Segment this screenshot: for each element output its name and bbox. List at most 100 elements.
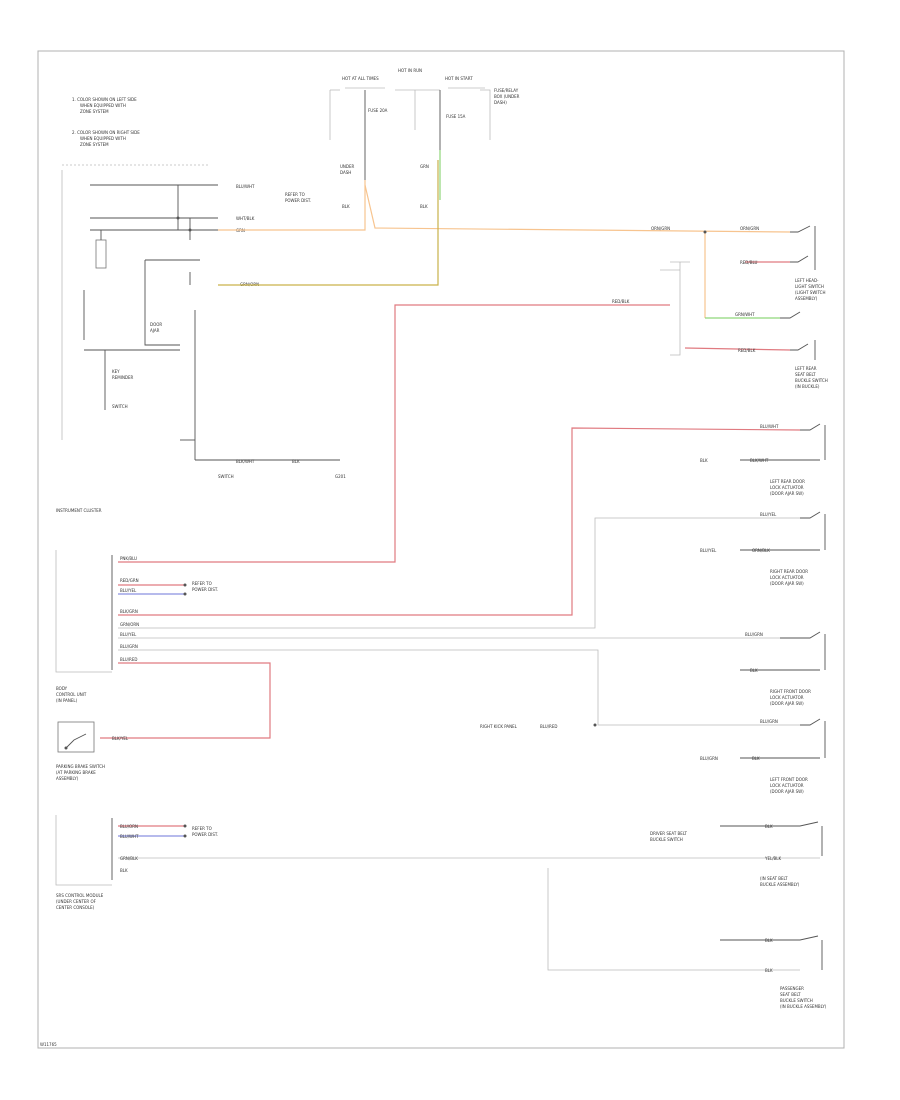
wire-tag: BLK/WHT bbox=[750, 458, 769, 463]
note-2-line-2: WHEN EQUIPPED WITH bbox=[80, 136, 126, 141]
hazard2-label-4: (IN BUCKLE) bbox=[795, 384, 820, 389]
seat-right-label-2: SEAT BELT bbox=[780, 992, 801, 997]
wire-tag: GRN bbox=[420, 164, 429, 169]
refer-label-1: REFER TO bbox=[192, 581, 212, 586]
lr-door-label-1: LEFT REAR DOOR bbox=[770, 479, 805, 484]
wire-tag: RED/BLK bbox=[612, 299, 630, 304]
wire-tag: BLK bbox=[420, 204, 428, 209]
wire-tag: BLU/YEL bbox=[120, 588, 137, 593]
door-switch-rf bbox=[780, 631, 821, 639]
seat-switch-1 bbox=[720, 821, 819, 827]
door-switch-1 bbox=[790, 225, 811, 233]
refer-label-1: REFER TO bbox=[285, 192, 305, 197]
refer-label-2: POWER DIST. bbox=[192, 832, 218, 837]
wire-tag: BLK bbox=[342, 204, 350, 209]
wire-tag: BLU/ORN bbox=[120, 824, 138, 829]
instrument-cluster-label: INSTRUMENT CLUSTER bbox=[56, 508, 102, 513]
note-1-line-3: ZONE SYSTEM bbox=[80, 109, 109, 114]
wire-tag: BLU/WHT bbox=[760, 424, 779, 429]
seat-left-label-1: DRIVER SEAT BELT bbox=[650, 831, 688, 836]
lr-door-label-2: LOCK ACTUATOR bbox=[770, 485, 804, 490]
fuse-relay-box: HOT AT ALL TIMES HOT IN RUN HOT IN START… bbox=[329, 68, 520, 209]
wire-tag: BLU/GRN bbox=[120, 644, 138, 649]
wire-tag: RED/BLK bbox=[738, 348, 756, 353]
parking-label-2: (AT PARKING BRAKE bbox=[56, 770, 96, 775]
lf-door-label-1: LEFT FRONT DOOR bbox=[770, 777, 808, 782]
note-1-line-2: WHEN EQUIPPED WITH bbox=[80, 103, 126, 108]
wire-tag: ORN/GRN bbox=[651, 226, 670, 231]
seat-right-label-4: (IN BUCKLE ASSEMBLY) bbox=[780, 1004, 827, 1009]
wire-tag: BLK bbox=[752, 756, 760, 761]
fuse-15a-label: FUSE 15A bbox=[446, 114, 466, 119]
wire-tag: BLU/WHT bbox=[236, 184, 255, 189]
wire-tag: BLU/GRN bbox=[745, 632, 763, 637]
seat-left-label-4: BUCKLE ASSEMBLY) bbox=[760, 882, 800, 887]
rf-door-label-2: LOCK ACTUATOR bbox=[770, 695, 804, 700]
fuse-20a-label: FUSE 20A bbox=[368, 108, 388, 113]
refer-label-2: POWER DIST. bbox=[285, 198, 311, 203]
wire-tag: BLK bbox=[292, 459, 300, 464]
wire-tag: BLK/WHT bbox=[236, 459, 255, 464]
door-ajar-label-1: DOOR bbox=[150, 322, 162, 327]
body-control-label-1: BODY bbox=[56, 686, 68, 691]
rr-door-label-1: RIGHT REAR DOOR bbox=[770, 569, 808, 574]
wire-red-3 bbox=[684, 347, 791, 351]
rr-door-label-3: (DOOR AJAR SW) bbox=[770, 581, 804, 586]
switch-label: SWITCH bbox=[218, 474, 234, 479]
wire-tag: YEL/BLK bbox=[764, 856, 782, 861]
hazard2-label-1: LEFT REAR bbox=[795, 366, 817, 371]
key-label-1: KEY bbox=[112, 369, 120, 374]
diagram-code: W11765 bbox=[40, 1042, 57, 1047]
body-control-label-2: CONTROL UNIT bbox=[56, 692, 87, 697]
wire-tag: PNK/BLU bbox=[120, 556, 137, 561]
lr-door-label-3: (DOOR AJAR SW) bbox=[770, 491, 804, 496]
refer-label-1: REFER TO bbox=[192, 826, 212, 831]
wire-tag: GRN/BLK bbox=[120, 856, 138, 861]
fuse-box-label-2: BOX (UNDER bbox=[494, 94, 520, 99]
wire-tag: BLU/WHT bbox=[120, 834, 139, 839]
wire-gray-5 bbox=[547, 868, 800, 971]
seat-switch-2 bbox=[720, 935, 819, 941]
ground-label: G201 bbox=[335, 474, 346, 479]
wire-olive bbox=[218, 160, 439, 286]
key-label-3: SWITCH bbox=[112, 404, 128, 409]
wire-red-1 bbox=[118, 304, 670, 563]
connector-dots bbox=[176, 216, 707, 838]
lf-door-label-2: LOCK ACTUATOR bbox=[770, 783, 804, 788]
wire-gray-1 bbox=[118, 517, 800, 629]
seat-right-label-1: PASSENGER bbox=[780, 986, 804, 991]
wire-tag: BLK bbox=[120, 868, 128, 873]
wire-tag: ORN/BLK bbox=[752, 548, 770, 553]
hazard-label-1: LEFT HEAD- bbox=[795, 278, 819, 283]
srs-label-3: CENTER CONSOLE) bbox=[56, 905, 95, 910]
hot-in-run-label: HOT IN RUN bbox=[398, 68, 422, 73]
door-switch-rr bbox=[800, 511, 821, 519]
hazard-label-3: (LIGHT SWITCH bbox=[795, 290, 825, 295]
body-control-label-3: (IN PANEL) bbox=[56, 698, 78, 703]
fuse-box-label-1: FUSE/RELAY bbox=[494, 88, 519, 93]
wire-tag: BLK/GRN bbox=[120, 609, 138, 614]
hot-at-all-times-label: HOT AT ALL TIMES bbox=[342, 76, 379, 81]
hazard2-label-2: SEAT BELT bbox=[795, 372, 816, 377]
seat-left-label-3: (IN SEAT BELT bbox=[760, 876, 788, 881]
hot-in-start-label: HOT IN START bbox=[445, 76, 473, 81]
parking-label-1: PARKING BRAKE SWITCH bbox=[56, 764, 105, 769]
wire-tag: BLK/YEL bbox=[112, 736, 129, 741]
refer-label-2: POWER DIST. bbox=[192, 587, 218, 592]
seat-left-label-2: BUCKLE SWITCH bbox=[650, 837, 683, 842]
lf-door-label-3: (DOOR AJAR SW) bbox=[770, 789, 804, 794]
seat-right-label-3: BUCKLE SWITCH bbox=[780, 998, 813, 1003]
door-switch-3 bbox=[780, 311, 801, 319]
note-1-line-1: 1. COLOR SHOWN ON LEFT SIDE bbox=[72, 97, 137, 102]
wire-tag: ORN/GRN bbox=[740, 226, 759, 231]
diagram-frame bbox=[37, 50, 845, 1049]
hazard-label-2: LIGHT SWITCH bbox=[795, 284, 824, 289]
under-dash-label-1: UNDER bbox=[340, 164, 355, 169]
rr-door-label-2: LOCK ACTUATOR bbox=[770, 575, 804, 580]
relay-bracket bbox=[670, 262, 681, 356]
wire-tag: BLK bbox=[765, 824, 773, 829]
note-2-line-1: 2. COLOR SHOWN ON RIGHT SIDE bbox=[72, 130, 140, 135]
wire-orange bbox=[218, 180, 366, 231]
hazard2-label-3: BUCKLE SWITCH bbox=[795, 378, 828, 383]
